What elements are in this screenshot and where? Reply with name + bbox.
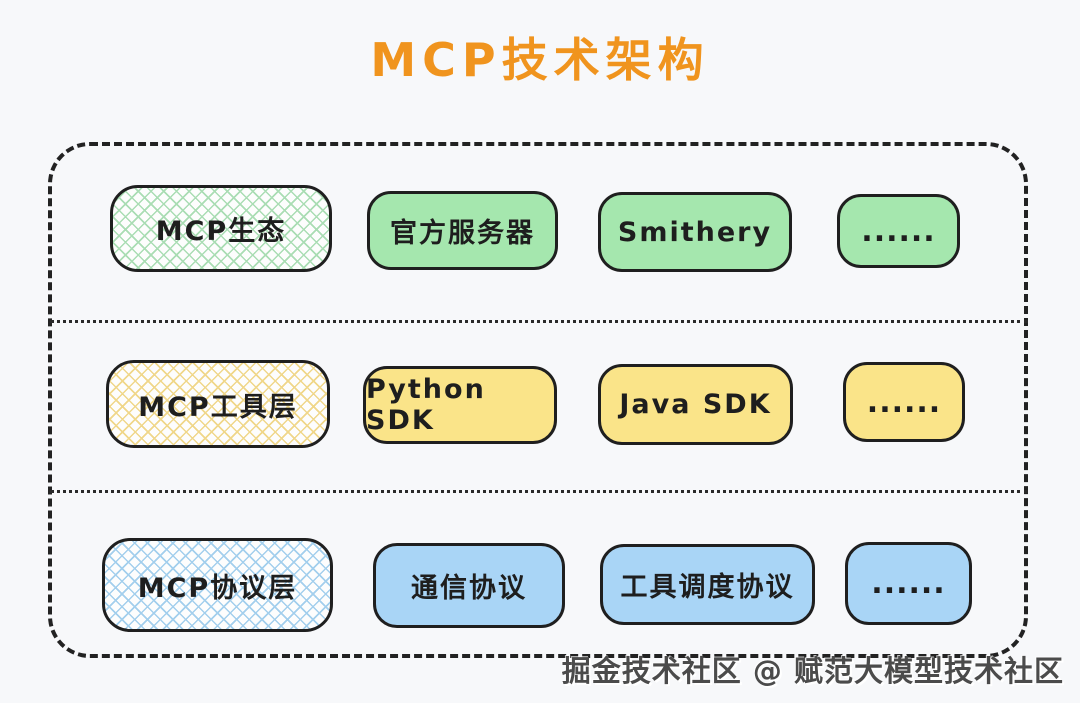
box-mcp-protocol-layer: MCP协议层 <box>102 538 333 632</box>
box-java-sdk: Java SDK <box>598 364 793 445</box>
ellipsis-label: ...... <box>871 566 946 601</box>
diagram-outer-frame <box>48 142 1028 658</box>
ellipsis-label: ...... <box>861 213 936 249</box>
watermark-text: 掘金技术社区 @ 赋范大模型技术社区 <box>561 654 1064 688</box>
box-label: 工具调度协议 <box>620 572 795 603</box>
box-label: Java SDK <box>619 389 772 420</box>
box-tool-more: ...... <box>843 362 965 442</box>
ellipsis-label: ...... <box>866 384 942 420</box>
box-communication-protocol: 通信协议 <box>373 543 565 628</box>
box-smithery: Smithery <box>598 192 792 272</box>
box-label: MCP工具层 <box>138 391 298 423</box>
box-label: Smithery <box>617 216 773 248</box>
box-mcp-ecosystem: MCP生态 <box>110 185 332 272</box>
box-label: 官方服务器 <box>390 218 535 249</box>
box-protocol-more: ...... <box>845 542 972 625</box>
box-official-servers: 官方服务器 <box>367 191 558 270</box>
box-label: MCP生态 <box>155 216 287 247</box>
box-label: 通信协议 <box>411 573 527 604</box>
row-divider-1 <box>50 320 1028 323</box>
box-label: Python SDK <box>366 374 486 436</box>
box-tool-dispatch-protocol: 工具调度协议 <box>600 544 815 625</box>
box-mcp-tool-layer: MCP工具层 <box>106 360 330 448</box>
page-title: MCP技术架构 <box>370 33 710 87</box>
box-label: MCP协议层 <box>137 572 298 604</box>
row-divider-2 <box>50 490 1028 493</box>
box-python-sdk: Python SDK <box>363 366 557 444</box>
box-ecosystem-more: ...... <box>837 194 960 268</box>
